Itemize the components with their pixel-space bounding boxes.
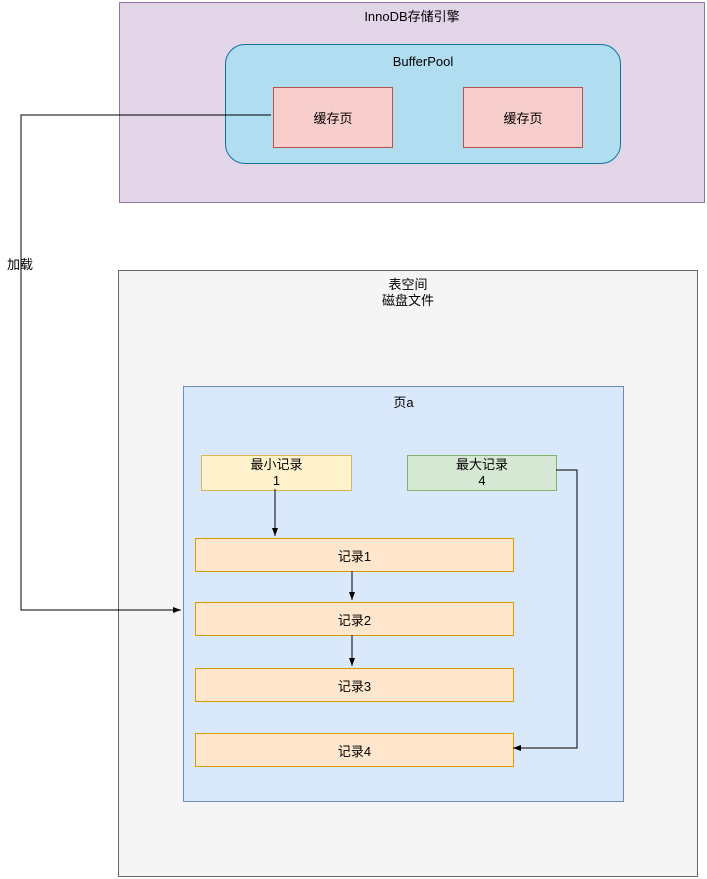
page-a-title: 页a — [393, 395, 414, 410]
record-row-2: 记录2 — [195, 602, 514, 636]
min-record-label: 最小记录 — [250, 456, 303, 472]
cache-page-2: 缓存页 — [463, 87, 583, 148]
cache-page-1: 缓存页 — [273, 87, 393, 148]
innodb-engine-container: InnoDB存储引擎 BufferPool 缓存页 缓存页 — [119, 2, 705, 203]
record-3-label: 记录3 — [337, 678, 372, 694]
record-row-4: 记录4 — [195, 733, 514, 767]
innodb-engine-title: InnoDB存储引擎 — [364, 9, 460, 24]
min-record-value: 1 — [272, 473, 281, 488]
max-record-label: 最大记录 — [455, 456, 508, 472]
record-row-3: 记录3 — [195, 668, 514, 702]
cache-page-2-label: 缓存页 — [503, 111, 543, 126]
min-record-box: 最小记录 1 — [201, 455, 352, 491]
tablespace-title-line1: 表空间 — [388, 277, 428, 292]
record-2-label: 记录2 — [337, 612, 372, 628]
max-record-box: 最大记录 4 — [407, 455, 557, 491]
tablespace-container: 表空间 磁盘文件 页a 最小记录 1 最大记录 4 记录1 记录2 记录3 — [118, 270, 698, 877]
record-1-label: 记录1 — [337, 548, 372, 564]
record-4-label: 记录4 — [337, 743, 372, 759]
load-arrow-label: 加载 — [7, 257, 34, 272]
bufferpool-container: BufferPool 缓存页 缓存页 — [225, 44, 621, 164]
page-a-container: 页a 最小记录 1 最大记录 4 记录1 记录2 记录3 记录4 — [183, 386, 624, 802]
tablespace-title-line2: 磁盘文件 — [381, 292, 434, 308]
record-row-1: 记录1 — [195, 538, 514, 572]
cache-page-1-label: 缓存页 — [313, 111, 353, 126]
max-record-value: 4 — [478, 473, 486, 488]
tablespace-title: 表空间 磁盘文件 — [119, 277, 697, 308]
bufferpool-title: BufferPool — [392, 54, 454, 69]
